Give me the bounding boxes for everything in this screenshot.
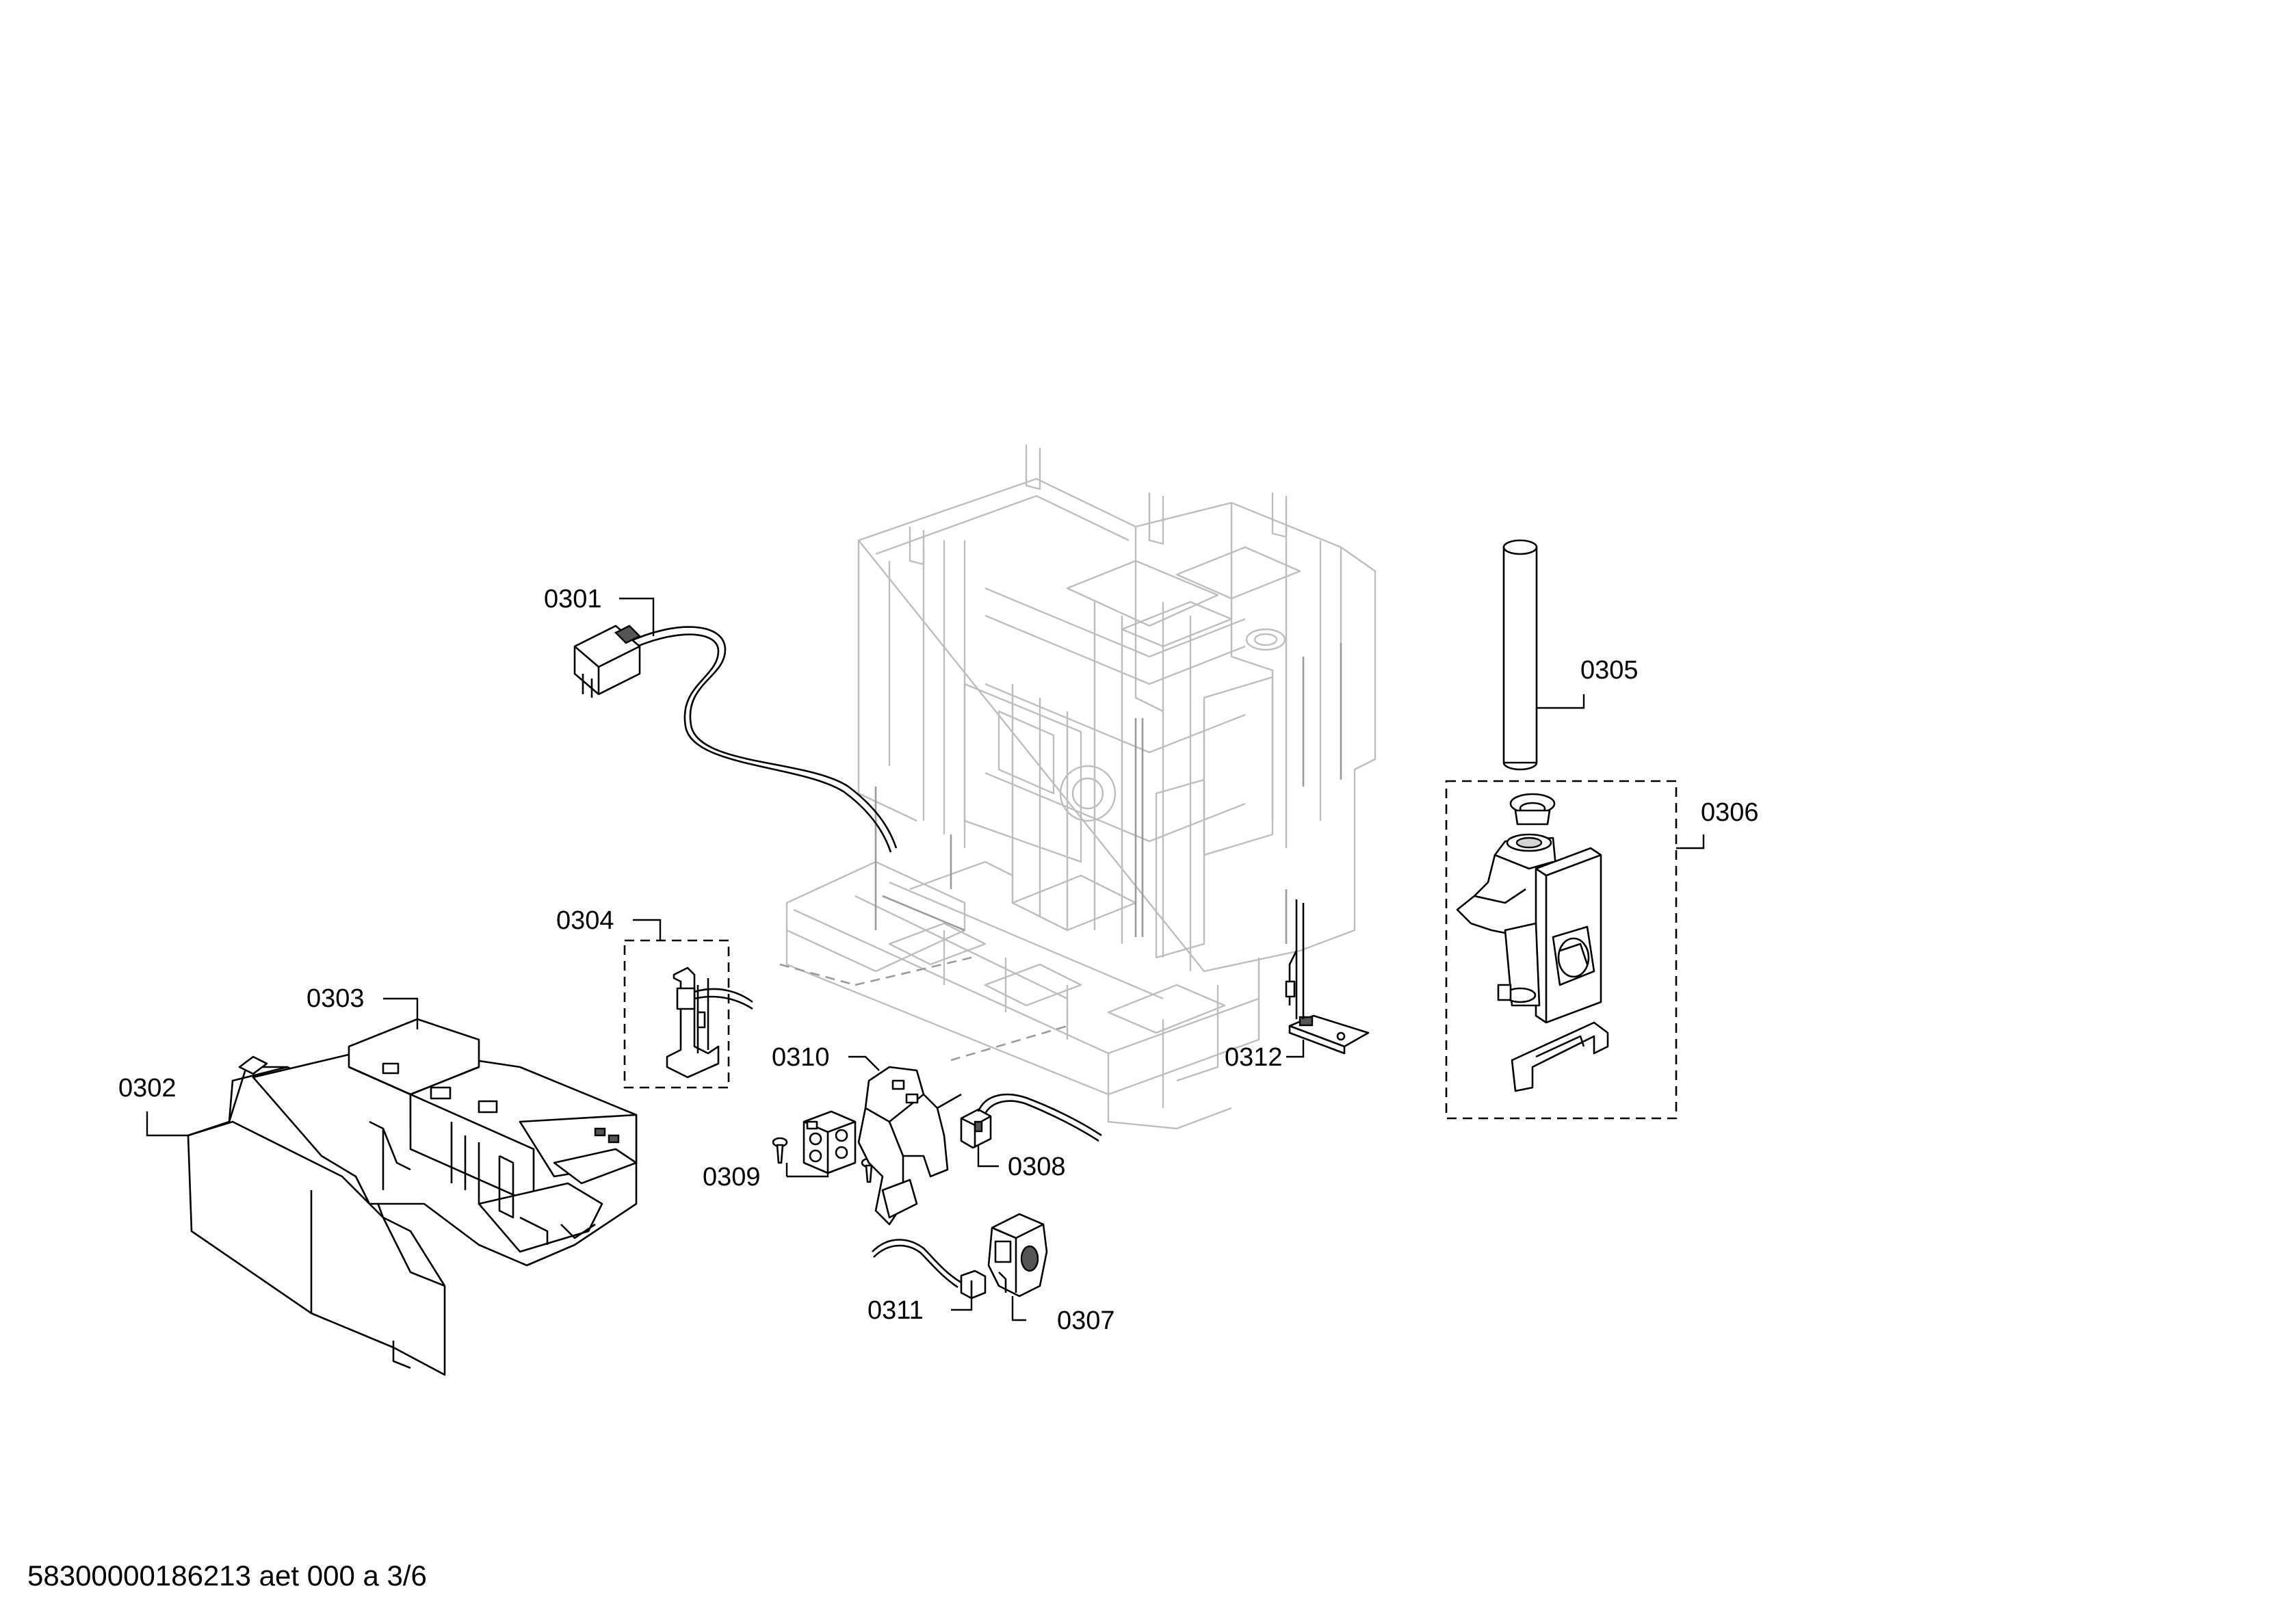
tube-part xyxy=(1502,539,1538,771)
control-module-part xyxy=(252,1018,638,1267)
leader-0310 xyxy=(848,1055,880,1071)
document-reference: 58300000186213 aet 000 a 3/6 xyxy=(27,1559,427,1592)
housing-frame-ghost xyxy=(779,445,1377,1130)
label-0309: 0309 xyxy=(703,1163,761,1192)
leader-0304 xyxy=(633,919,662,940)
screw-left xyxy=(772,1137,788,1164)
label-0307: 0307 xyxy=(1057,1306,1115,1335)
switch-module-part xyxy=(987,1213,1048,1298)
leader-0302 xyxy=(146,1111,188,1137)
leader-0309b xyxy=(787,1173,829,1178)
leader-0303 xyxy=(383,997,419,1029)
label-0304: 0304 xyxy=(556,906,614,935)
leader-0308 xyxy=(977,1146,999,1168)
sensor-bracket-part xyxy=(623,939,753,1089)
label-0303: 0303 xyxy=(306,984,365,1013)
label-0312: 0312 xyxy=(1225,1043,1283,1072)
label-0305: 0305 xyxy=(1580,656,1639,685)
label-0310: 0310 xyxy=(772,1043,830,1072)
leader-lines xyxy=(146,597,1705,1321)
terminal-block-part xyxy=(772,1110,877,1183)
valve-assembly-part xyxy=(1445,780,1678,1120)
power-cord-part xyxy=(573,624,898,853)
connector-cable-part xyxy=(960,1093,1102,1149)
label-0302: 0302 xyxy=(118,1074,177,1103)
leader-0305 xyxy=(1537,694,1585,709)
sensor-board-part xyxy=(1285,899,1370,1055)
label-0311: 0311 xyxy=(867,1296,924,1325)
leader-0306 xyxy=(1676,834,1705,850)
small-cable-part xyxy=(872,1239,987,1300)
part-labels: 0301 0302 0303 0304 0305 0306 0307 0308 … xyxy=(118,585,1759,1335)
label-0301: 0301 xyxy=(544,585,602,614)
leader-0312 xyxy=(1286,1040,1305,1058)
leader-0301 xyxy=(619,597,655,636)
label-0306: 0306 xyxy=(1701,798,1759,827)
mounting-bracket-part xyxy=(857,1066,962,1226)
label-0308: 0308 xyxy=(1008,1153,1066,1181)
leader-0311 xyxy=(951,1296,973,1311)
leader-0307 xyxy=(1011,1296,1026,1321)
